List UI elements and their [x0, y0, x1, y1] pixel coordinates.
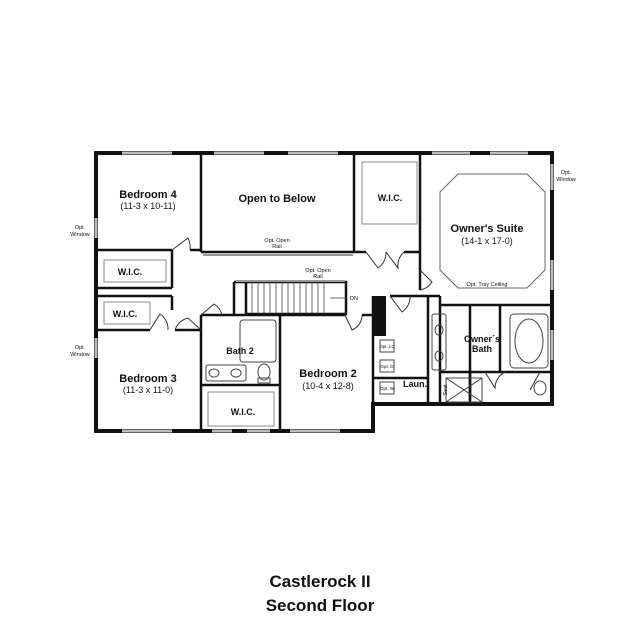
dn-label: DN — [350, 296, 358, 302]
opt-window-left1-a: Opt. — [75, 225, 86, 231]
bedroom2-name: Bedroom 2 — [299, 368, 356, 380]
opt-window-left2-b: Window — [70, 352, 90, 358]
tray-ceiling-note: Opt. Tray Ceiling — [467, 282, 508, 288]
fixtures — [205, 313, 549, 403]
stair-treads — [251, 282, 346, 314]
door-swings — [149, 237, 541, 391]
opt-open-rail-1a: Opt. Open — [264, 238, 289, 244]
opt-w-label: Opt. W — [380, 386, 395, 391]
railings — [203, 254, 353, 282]
opt-window-left2-a: Opt. — [75, 345, 86, 351]
opt-window-right-b: Window — [556, 177, 576, 183]
laundry-label: Laun. — [403, 379, 427, 389]
bedroom4-name: Bedroom 4 — [119, 189, 177, 201]
bedroom4-dims: (11-3 x 10-11) — [120, 201, 175, 211]
opt-window-left1-b: Window — [70, 232, 90, 238]
caption-line2: Second Floor — [265, 596, 375, 615]
wic-bottom-label: W.I.C. — [231, 407, 256, 417]
bath2-label: Bath 2 — [226, 346, 254, 356]
bedroom3-dims: (11-3 x 11-0) — [123, 385, 173, 395]
tray-ceiling-outline — [439, 173, 546, 289]
column — [372, 296, 386, 336]
owners-suite-name: Owner's Suite — [451, 223, 524, 235]
opt-open-rail-1b: Rail — [272, 244, 281, 250]
opt-open-rail-2b: Rail — [313, 274, 322, 280]
wic-left-lower-label: W.I.C. — [113, 309, 138, 319]
opt-window-right-a: Opt. — [561, 170, 572, 176]
windows — [94, 151, 554, 433]
wic-top-label: W.I.C. — [378, 193, 403, 203]
open-to-below-label: Open to Below — [239, 193, 316, 205]
seat-label: Seat — [443, 384, 449, 396]
opt-lc-label: Opt. LC — [379, 344, 395, 349]
wic-left-upper-label: W.I.C. — [118, 267, 143, 277]
owners-bath-line1: Owner´s — [464, 334, 500, 344]
opt-open-rail-2a: Opt. Open — [305, 268, 330, 274]
caption-line1: Castlerock II — [269, 572, 371, 591]
bedroom2-dims: (10-4 x 12-8) — [302, 381, 354, 391]
bedroom3-name: Bedroom 3 — [119, 373, 176, 385]
opt-d-label: Opt. D — [380, 364, 394, 369]
owners-bath-line2: Bath — [472, 344, 492, 354]
owners-suite-dims: (14-1 x 17-0) — [461, 236, 513, 246]
closet-shelves — [103, 161, 418, 427]
